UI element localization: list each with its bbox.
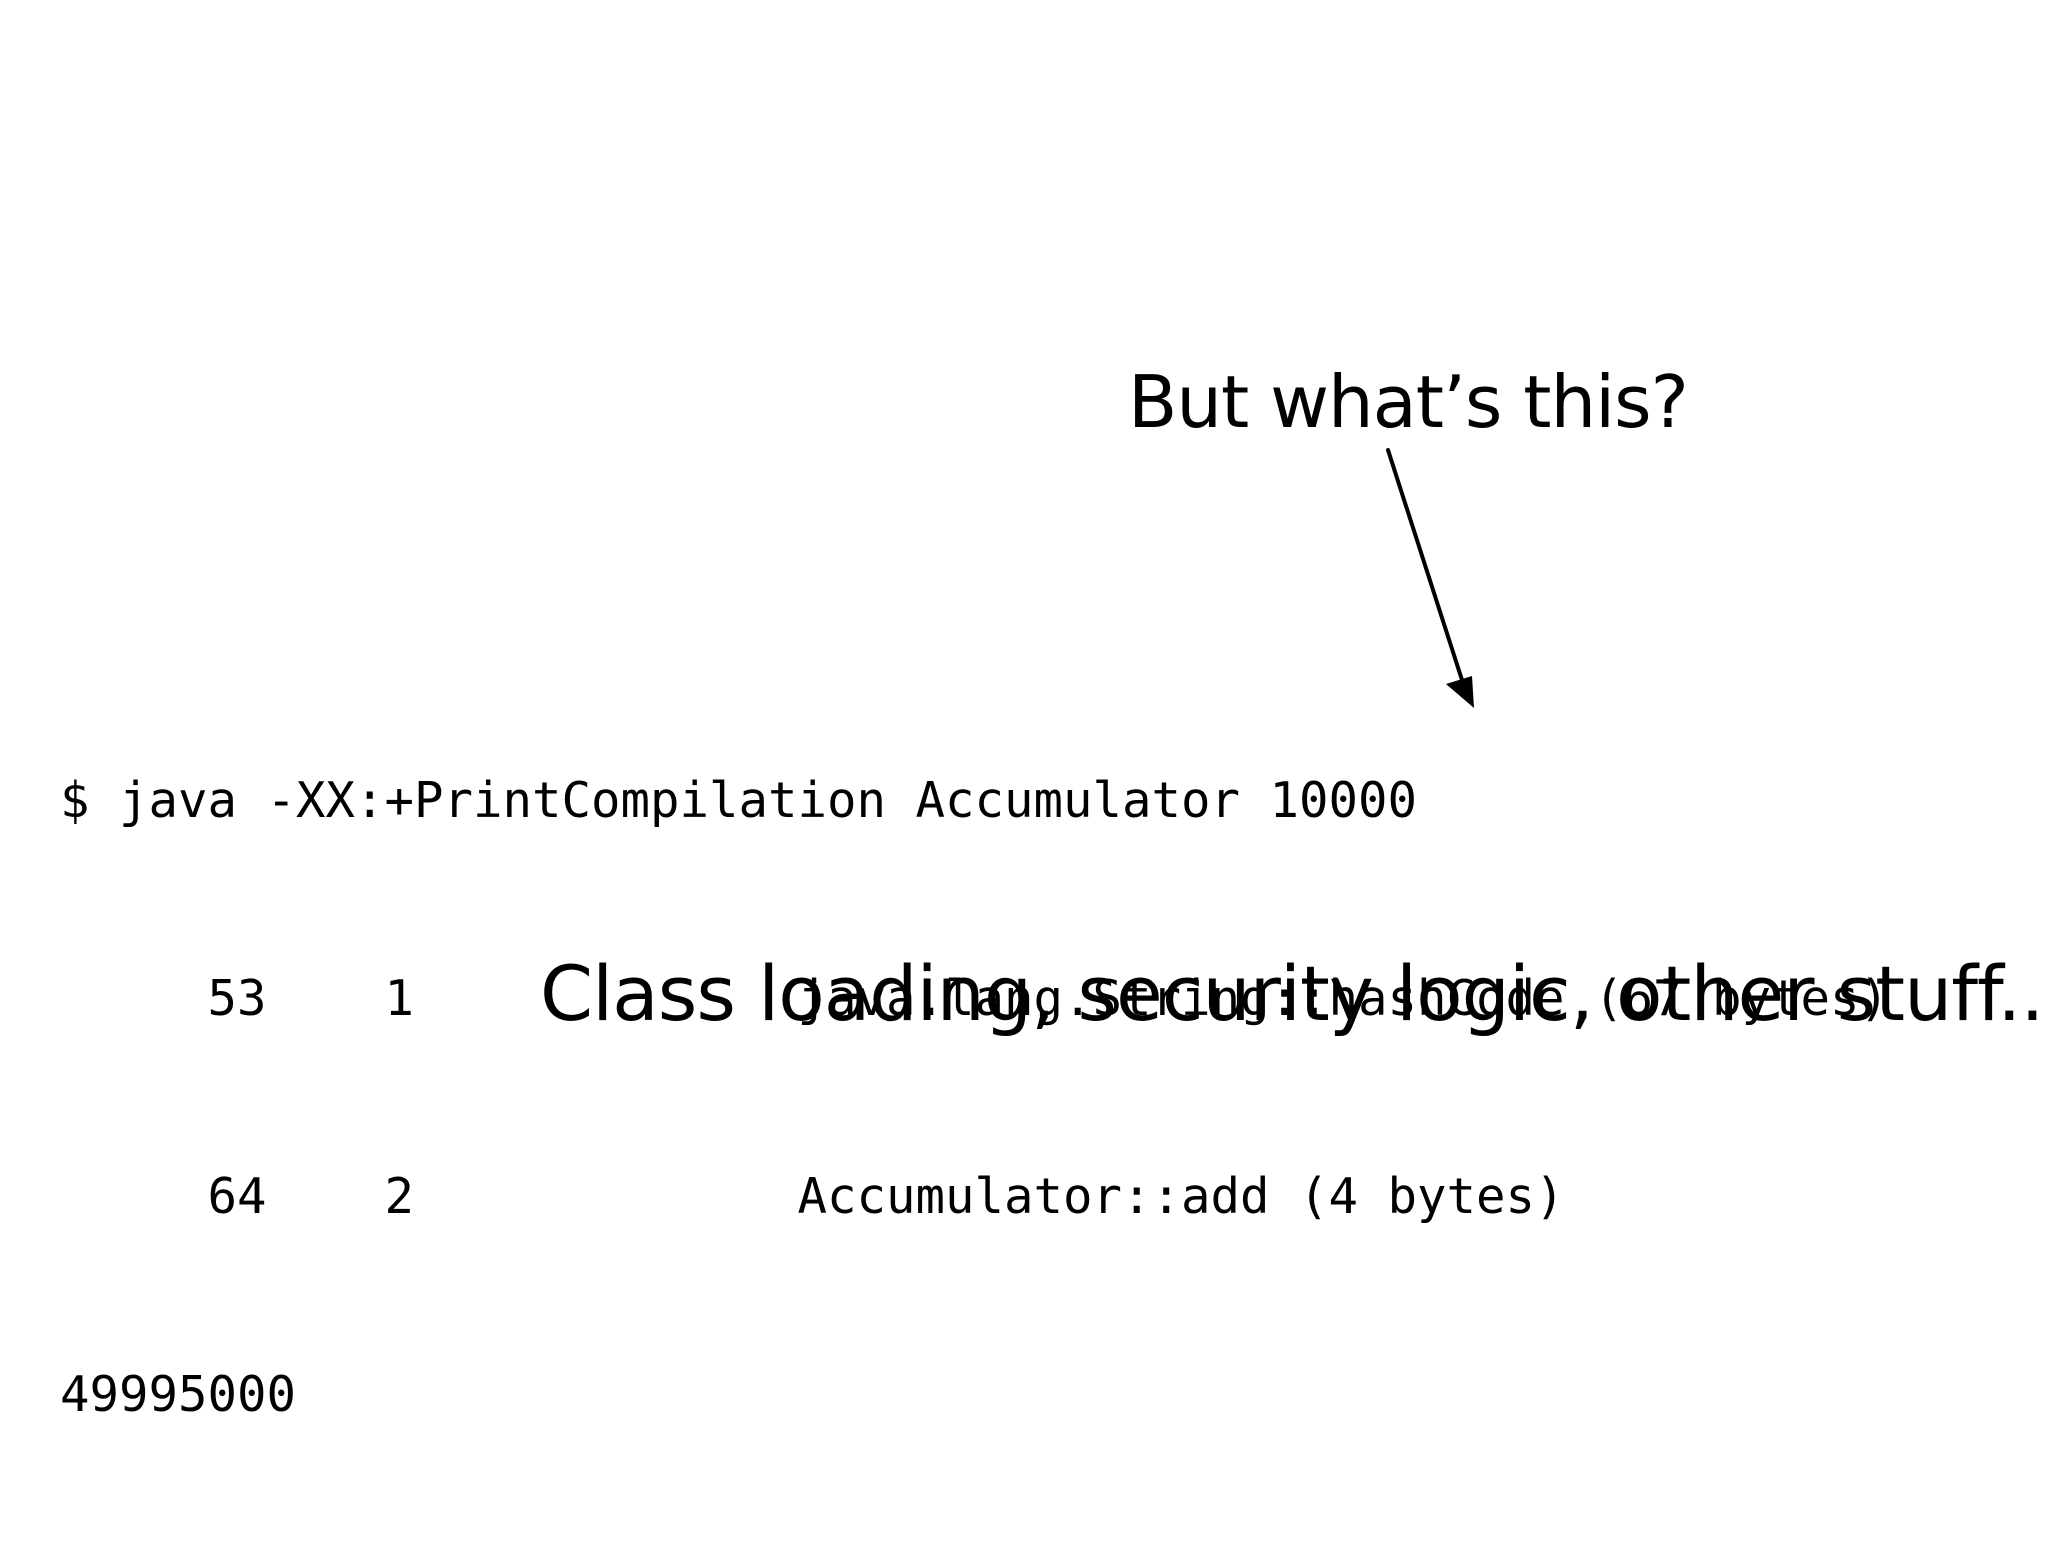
annotation-question: But what’s this? bbox=[1128, 360, 1689, 444]
compilation-line: 53 1 java.lang.String::hashCode (67 byte… bbox=[60, 970, 1890, 1027]
compilation-line: 64 2 Accumulator::add (4 bytes) bbox=[60, 1168, 1565, 1225]
command-line: $ java -XX:+PrintCompilation Accumulator… bbox=[60, 772, 1418, 829]
terminal-output: $ java -XX:+PrintCompilation Accumulator… bbox=[60, 636, 1889, 1560]
annotation-explanation: Class loading, security logic, other stu… bbox=[540, 949, 2048, 1038]
result-line: 49995000 bbox=[60, 1366, 297, 1423]
